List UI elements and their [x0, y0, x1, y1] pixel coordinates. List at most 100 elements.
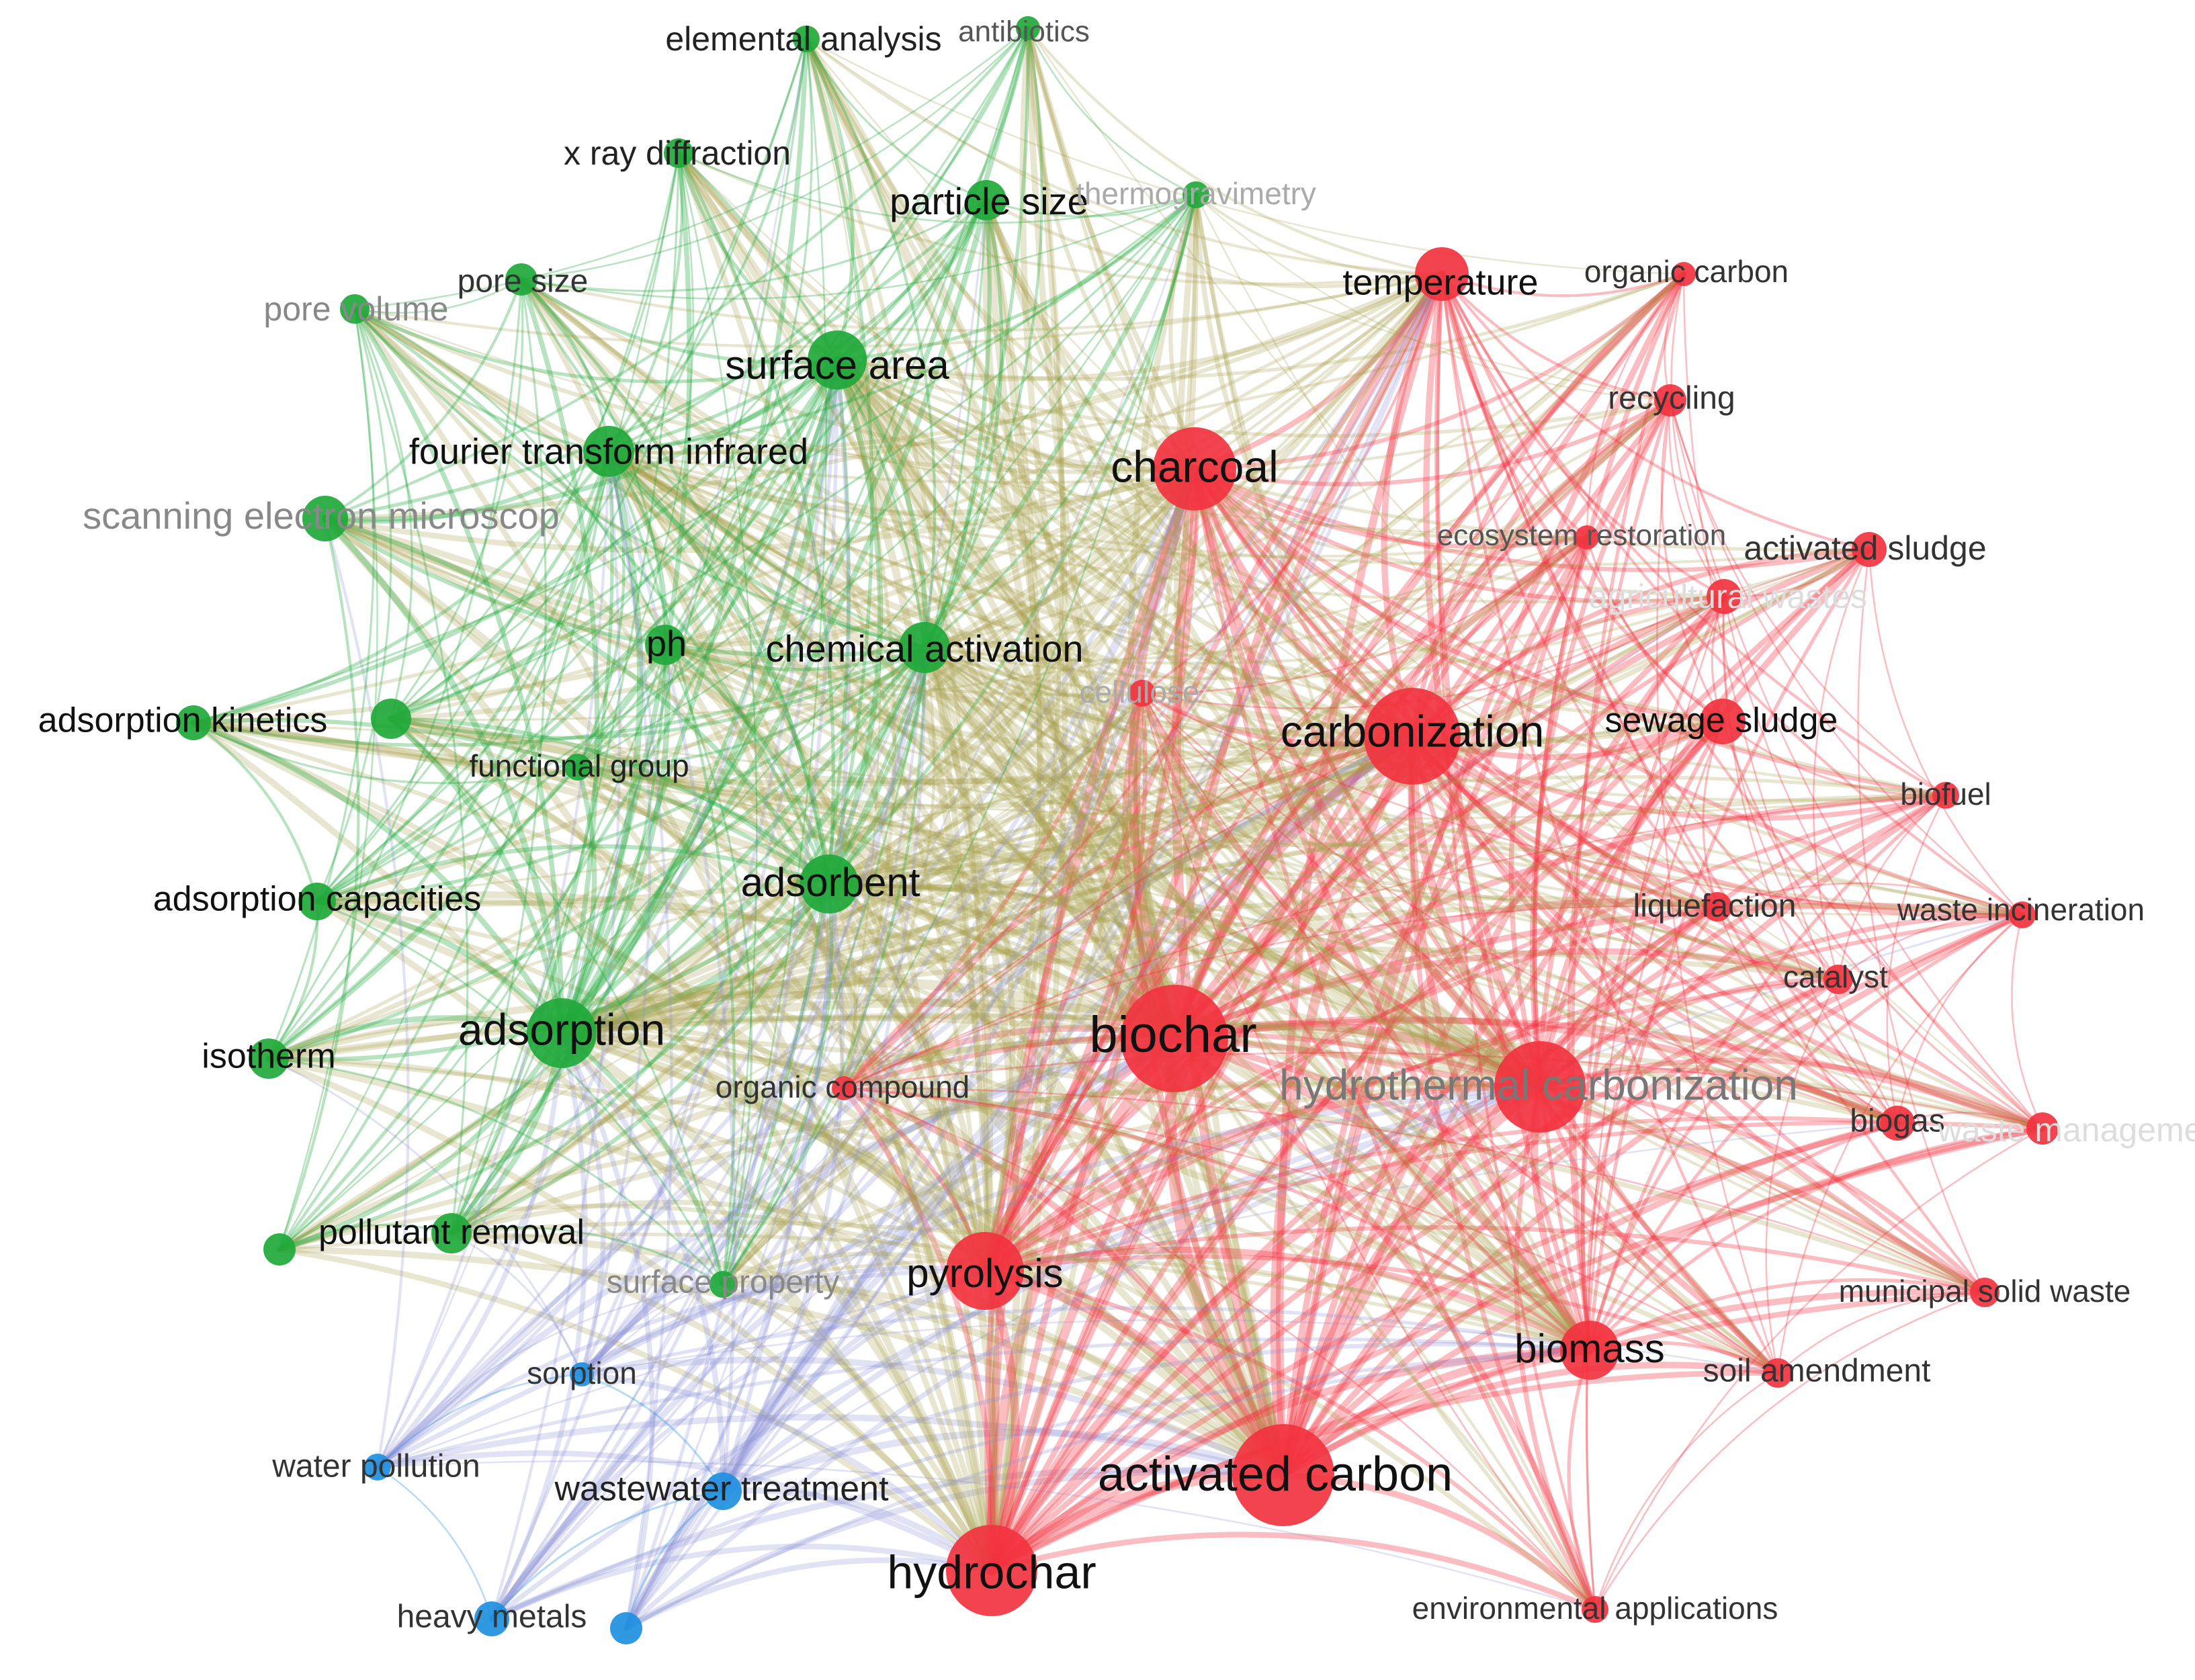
- link-surface-area-fourier-transform-infrared: [606, 357, 840, 454]
- link-hydrochar-biofuel: [988, 792, 1949, 1574]
- node-carbonization[interactable]: [1364, 688, 1461, 785]
- node-hydrochar[interactable]: [946, 1525, 1037, 1616]
- node-scanning-electron-microscop[interactable]: [302, 496, 348, 541]
- link-pyrolysis-adsorption-kinetics-dot: [388, 716, 988, 1274]
- node-municipal-solid-waste[interactable]: [1970, 1278, 1999, 1307]
- node-wastewater-treatment[interactable]: [704, 1472, 742, 1510]
- node-elemental-analysis[interactable]: [793, 26, 820, 52]
- link-surface-area-adsorption-kinetics: [191, 357, 840, 725]
- link-pyrolysis-pore-volume: [352, 306, 988, 1274]
- link-surface-area-ph: [662, 357, 840, 648]
- link-biochar-charcoal: [1128, 464, 1199, 1043]
- node-temperature[interactable]: [1415, 247, 1469, 301]
- node-activated-carbon[interactable]: [1232, 1424, 1334, 1526]
- link-adsorption-capacities-x-ray-diffraction: [316, 152, 680, 903]
- link-biochar-functional-group: [574, 764, 1178, 1042]
- link-chemical-activation-soil-amendment: [922, 646, 1780, 1375]
- node-ecosystem-restoration[interactable]: [1575, 525, 1599, 549]
- node-adsorption-kinetics[interactable]: [176, 705, 211, 740]
- node-biochar[interactable]: [1121, 985, 1228, 1092]
- link-fourier-transform-infrared-municipal-solid-waste: [607, 449, 1987, 1294]
- node-biofuel[interactable]: [1932, 782, 1959, 809]
- link-activated-carbon-adsorption-kinetics-dot: [387, 715, 1287, 1479]
- node-adsorption-capacities[interactable]: [298, 883, 336, 920]
- node-adsorption[interactable]: [527, 998, 597, 1068]
- link-activated-carbon-water-pollution: [374, 1414, 1287, 1478]
- link-hydrochar-recycling: [988, 397, 1674, 1574]
- node-sorption[interactable]: [570, 1362, 594, 1386]
- node-pollutant-removal[interactable]: [431, 1213, 472, 1253]
- link-adsorption-surface-property: [559, 1030, 726, 1287]
- node-charcoal[interactable]: [1153, 427, 1236, 511]
- node-catalyst[interactable]: [1823, 965, 1853, 994]
- node-cellulose[interactable]: [1129, 680, 1156, 707]
- link-fourier-transform-infrared-recycling: [607, 398, 1672, 484]
- link-fourier-transform-infrared-x-ray-diffraction: [607, 151, 683, 453]
- link-pore-size-scanning-electron-microscop: [323, 277, 523, 521]
- node-water-pollution[interactable]: [364, 1454, 391, 1480]
- link-biochar-ph: [661, 641, 1178, 1043]
- link-biochar-adsorption: [556, 977, 1180, 1044]
- node-soil-amendment[interactable]: [1763, 1358, 1793, 1388]
- link-adsorption-capacities-adsorption-kinetics: [191, 721, 319, 903]
- link-chemical-activation-organic-compound: [842, 646, 936, 1090]
- link-soil-amendment-waste-incineration: [1776, 914, 2024, 1374]
- link-biofuel-catalyst: [1837, 794, 1947, 981]
- node-antibiotics[interactable]: [1016, 16, 1040, 40]
- link-activated-carbon-adsorption-capacities: [313, 897, 1287, 1479]
- node-pore-size[interactable]: [505, 263, 537, 296]
- node-agricultural-wastes[interactable]: [1707, 579, 1741, 614]
- node-surface-area[interactable]: [808, 330, 867, 390]
- link-biomass-pollutant-removal-dot: [277, 1232, 1592, 1352]
- node-adsorption-kinetics-dot[interactable]: [371, 699, 411, 739]
- node-recycling[interactable]: [1654, 384, 1686, 416]
- label-hydrothermal-carbonization: hydrothermal carbonization: [1279, 1061, 1798, 1109]
- node-sewage-sludge[interactable]: [1700, 699, 1746, 744]
- node-x-ray-diffraction[interactable]: [664, 138, 693, 168]
- link-hydrothermal-carbonization-pore-volume: [352, 306, 1543, 1090]
- node-biomass[interactable]: [1560, 1321, 1619, 1380]
- node-waste-incineration[interactable]: [2009, 901, 2036, 928]
- link-chemical-activation-heavy-metals: [490, 646, 927, 1621]
- node-functional-group[interactable]: [564, 754, 591, 781]
- link-charcoal-pollutant-removal-dot: [277, 466, 1197, 1252]
- link-adsorbent-environmental-applications: [827, 882, 1597, 1611]
- link-charcoal-surface-property: [720, 466, 1197, 1287]
- link-chemical-activation-elemental-analysis: [804, 37, 937, 650]
- link-adsorption-kinetics-dot-particle-size: [389, 198, 988, 721]
- link-hydrochar-soil-amendment: [988, 1370, 1781, 1574]
- node-particle-size[interactable]: [966, 180, 1006, 220]
- node-thermogravimetry[interactable]: [1182, 181, 1209, 208]
- node-heavy-metals[interactable]: [474, 1601, 509, 1636]
- link-hydrothermal-carbonization-scanning-electron-microscop: [322, 515, 1543, 1090]
- node-heavy-metals-dot[interactable]: [610, 1612, 642, 1644]
- node-liquefaction[interactable]: [1703, 892, 1732, 922]
- node-chemical-activation[interactable]: [899, 622, 950, 673]
- label-fourier-transform-infrared: fourier transform infrared: [409, 431, 808, 472]
- node-fourier-transform-infrared[interactable]: [583, 426, 634, 477]
- node-waste-management[interactable]: [2026, 1112, 2059, 1145]
- link-activated-carbon-ecosystem-restoration: [1280, 534, 1590, 1478]
- node-pollutant-removal-dot[interactable]: [263, 1233, 296, 1266]
- node-organic-compound[interactable]: [832, 1076, 856, 1100]
- link-pyrolysis-x-ray-diffraction: [676, 150, 988, 1274]
- link-hydrothermal-carbonization-temperature: [1423, 271, 1543, 1090]
- node-isotherm[interactable]: [249, 1038, 289, 1079]
- link-charcoal-agricultural-wastes: [1192, 466, 1727, 604]
- node-surface-property[interactable]: [709, 1271, 736, 1298]
- node-pore-volume[interactable]: [340, 294, 370, 324]
- node-activated-sludge[interactable]: [1852, 532, 1887, 567]
- node-organic-carbon[interactable]: [1672, 262, 1696, 286]
- node-adsorbent[interactable]: [800, 854, 859, 914]
- link-surface-area-wastewater-treatment: [720, 357, 851, 1494]
- node-pyrolysis[interactable]: [946, 1232, 1024, 1310]
- link-biomass-fourier-transform-infrared: [606, 449, 1592, 1353]
- link-biochar-surface-area: [832, 355, 1179, 1043]
- link-activated-carbon-cellulose: [1133, 690, 1287, 1478]
- node-biogas[interactable]: [1880, 1106, 1915, 1141]
- link-activated-carbon-recycling: [1280, 397, 1674, 1478]
- node-environmental-applications[interactable]: [1582, 1596, 1608, 1623]
- node-ph[interactable]: [645, 625, 685, 665]
- node-hydrothermal-carbonization[interactable]: [1494, 1041, 1586, 1133]
- link-hydrothermal-carbonization-pollutant-removal-dot: [277, 1081, 1543, 1252]
